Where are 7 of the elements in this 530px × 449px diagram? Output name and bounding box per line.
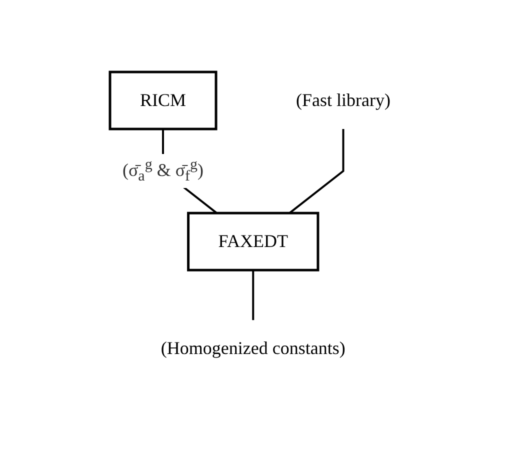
edge-label: (σ̄$_{a}$$^{g}$ & σ̄$_{f}$$^{g}$) — [122, 156, 204, 185]
connector — [252, 270, 254, 320]
node-text: (Fast library) — [296, 90, 390, 110]
connector — [288, 128, 344, 214]
node-box: RICM — [108, 70, 218, 130]
node-text: (Homogenized constants) — [160, 338, 346, 358]
node-box: FAXEDT — [186, 212, 319, 272]
